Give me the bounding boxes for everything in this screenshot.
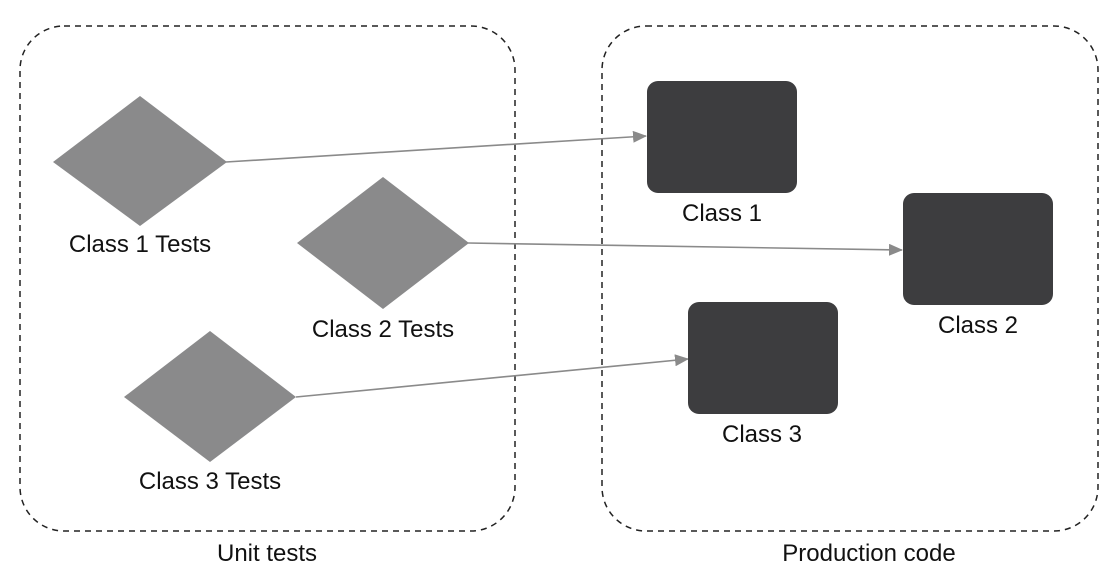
class-1-tests-label: Class 1 Tests (69, 231, 211, 258)
class-3-tests-label: Class 3 Tests (139, 468, 281, 495)
class-2-label: Class 2 (938, 312, 1018, 339)
class-1-label: Class 1 (682, 200, 762, 227)
class-1-tests-diamond (53, 96, 227, 226)
arrow-class-1-tests-to-class-1 (225, 130, 647, 163)
class-1-box (647, 81, 797, 193)
arrow-class-3-tests-to-class-3 (295, 354, 689, 398)
class-3-box (688, 302, 838, 414)
class-3-label: Class 3 (722, 421, 802, 448)
unit-tests-label: Unit tests (217, 540, 317, 567)
class-2-box (903, 193, 1053, 305)
class-2-tests-label: Class 2 Tests (312, 316, 454, 343)
unit-tests-group (19, 25, 516, 532)
production-code-label: Production code (782, 540, 955, 567)
arrow-class-2-tests-to-class-2 (467, 242, 903, 256)
class-3-tests-diamond (124, 331, 296, 462)
class-2-tests-diamond (297, 177, 469, 309)
production-code-group (601, 25, 1099, 532)
